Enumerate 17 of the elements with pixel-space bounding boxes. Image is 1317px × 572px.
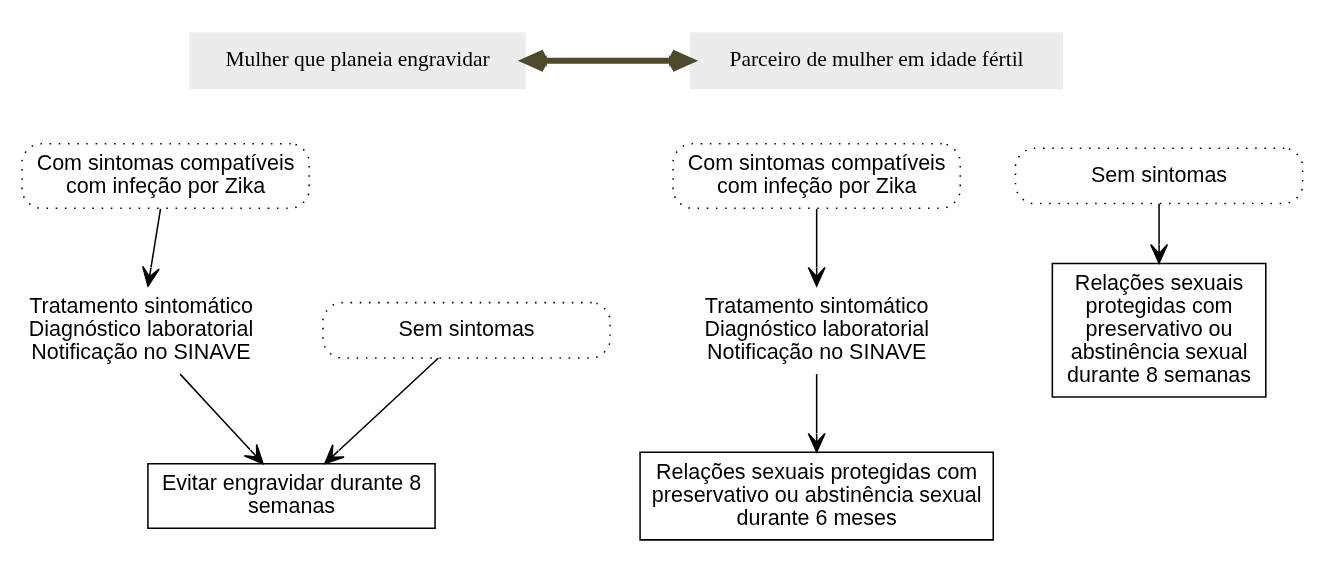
node-box: Relações sexuais protegidas com preservativo ou abstinência sexual durante 8 semanas	[1051, 262, 1267, 398]
node-box: Com sintomas compatíveis com infeção por Zika	[672, 142, 961, 209]
node-box: Mulher que planeia engravidar	[189, 31, 526, 89]
node-text: Tratamento sintomático Diagnóstico laboratorial Notificação no SINAVE	[704, 293, 929, 364]
arrow	[807, 372, 826, 453]
node-box: Parceiro de mulher em idade fértil	[690, 31, 1064, 89]
node-box: Evitar engravidar durante 8 semanas	[147, 462, 436, 529]
arrow	[179, 372, 264, 464]
node-box: Relações sexuais protegidas com preservativo ou abstinência sexual durante 6 meses	[639, 451, 994, 541]
node-box: Sem sintomas	[1014, 147, 1304, 204]
arrow	[1150, 202, 1169, 264]
arrow	[142, 207, 162, 287]
arrow	[324, 356, 440, 464]
node-box: Com sintomas compatíveis com infeção por Zika	[21, 142, 310, 209]
arrow	[807, 207, 826, 287]
node-text: Tratamento sintomático Diagnóstico laboratorial Notificação no SINAVE	[28, 293, 254, 364]
node-box: Sem sintomas	[322, 301, 611, 359]
